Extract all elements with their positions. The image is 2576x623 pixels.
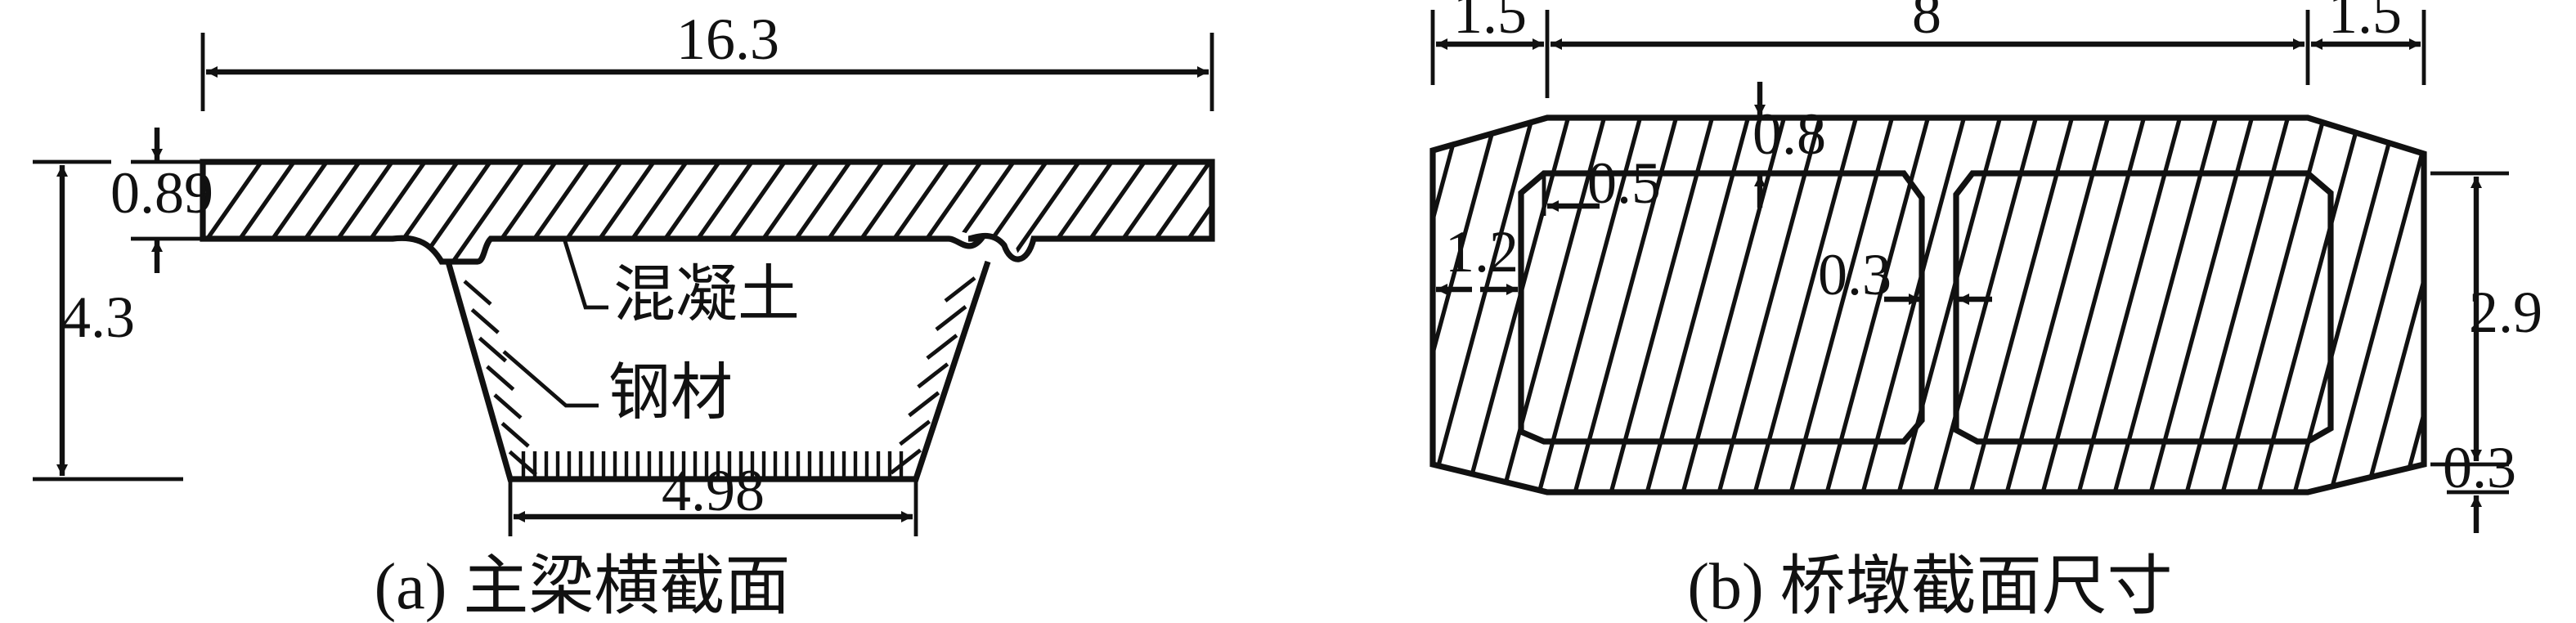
hatch-line <box>1227 147 1318 278</box>
caption-a: (a) 主梁横截面 <box>375 551 791 623</box>
dim-side-wall: 1.2 <box>1445 219 1519 285</box>
hatch-line <box>1456 118 1576 492</box>
hatch-line <box>1924 118 2044 492</box>
hatch-line <box>1852 118 1972 492</box>
hatch-line <box>1243 98 1358 523</box>
leader-steel <box>502 350 599 408</box>
dim-bottom-offset: 0.3 <box>2443 435 2516 500</box>
concrete-slab-outline <box>200 159 1215 265</box>
hatch-line <box>2356 118 2424 492</box>
steel-hatch-line <box>926 334 958 361</box>
hatch-line <box>1433 118 1468 492</box>
hatch-line <box>2212 118 2331 492</box>
pier-left-cell <box>1518 170 1925 445</box>
steel-hatch-line <box>917 362 949 389</box>
hatch-line <box>2068 118 2188 492</box>
hatch-line <box>2392 118 2424 492</box>
dim-cell-height: 2.9 <box>2469 280 2542 345</box>
hatch-line <box>1279 98 1393 523</box>
hatch-line <box>2104 118 2224 492</box>
steel-hatch-line <box>935 305 967 331</box>
hatch-line <box>1672 118 1792 492</box>
hatch-line <box>203 162 274 262</box>
hatch-line <box>1292 147 1384 278</box>
steel-hatch-line <box>944 276 976 303</box>
steel-hatch-line <box>899 419 931 446</box>
hatch-line <box>1492 118 1612 492</box>
pier-outer-outline <box>1429 114 2427 495</box>
pier-hatching <box>1243 98 2576 523</box>
hatch-line <box>1744 118 1864 492</box>
label-concrete: 混凝土 <box>613 261 800 329</box>
hatch-line <box>1315 98 1429 523</box>
steel-hatch-line <box>470 307 500 334</box>
main-girder-cross-section: 16.3 0.89 4.3 4.98 混凝土 钢材 (a) 主梁横截面 <box>33 7 1384 623</box>
leader-concrete <box>562 238 608 310</box>
steel-hatch-line <box>486 365 515 392</box>
hatch-line <box>1433 118 1504 492</box>
caption-b: (b) 桥墩截面尺寸 <box>1687 551 2172 623</box>
dim-bottom-width: 4.98 <box>662 458 765 523</box>
steel-hatch-line <box>500 422 530 448</box>
concrete-slab-hatching <box>203 147 1384 278</box>
steel-hatching <box>463 276 976 477</box>
hatch-line <box>1259 147 1351 278</box>
dim-top-width: 16.3 <box>676 7 779 72</box>
steel-hatch-line <box>493 393 523 419</box>
hatch-line <box>1780 118 1900 492</box>
hatch-line <box>1528 118 1648 492</box>
hatch-line <box>1960 118 2080 492</box>
hatch-line <box>1433 118 1540 492</box>
hatch-line <box>1708 118 1828 492</box>
steel-hatch-line <box>908 391 940 418</box>
hatch-line <box>1600 118 1720 492</box>
hatch-line <box>1636 118 1756 492</box>
hatch-line <box>439 162 536 262</box>
dim-corner-chamfer: 0.5 <box>1587 150 1661 216</box>
steel-box-outline <box>445 260 991 482</box>
steel-hatch-line <box>463 280 492 306</box>
pier-right-cell <box>1953 170 2334 445</box>
steel-hatch-line <box>890 448 922 475</box>
hatch-line <box>1996 118 2116 492</box>
hatch-line <box>2320 118 2424 492</box>
hatch-line <box>1816 118 1936 492</box>
dim-right-chamfer: 1.5 <box>2328 0 2402 46</box>
label-steel: 钢材 <box>608 359 733 428</box>
hatch-line <box>2176 118 2296 492</box>
hatch-line <box>1888 118 2008 492</box>
hatch-line <box>2248 118 2367 492</box>
pier-cross-section: 1.5 8 1.5 0.8 0.5 1.2 0.3 2.9 0.3 (b) 桥墩… <box>1243 0 2576 623</box>
dim-slab-thickness: 0.89 <box>110 160 213 226</box>
hatch-line <box>2140 118 2260 492</box>
hatch-line <box>2032 118 2152 492</box>
hatch-line <box>2284 118 2403 492</box>
dim-web-thickness: 0.3 <box>1818 242 1892 307</box>
dim-left-chamfer: 1.5 <box>1453 0 1527 46</box>
dim-middle-width: 8 <box>1912 0 1941 46</box>
hatch-line <box>2538 98 2576 523</box>
dim-top-flange: 0.8 <box>1752 101 1826 167</box>
dim-total-height: 4.3 <box>61 285 135 350</box>
steel-hatch-line <box>478 336 508 363</box>
hatch-line <box>1564 118 1684 492</box>
